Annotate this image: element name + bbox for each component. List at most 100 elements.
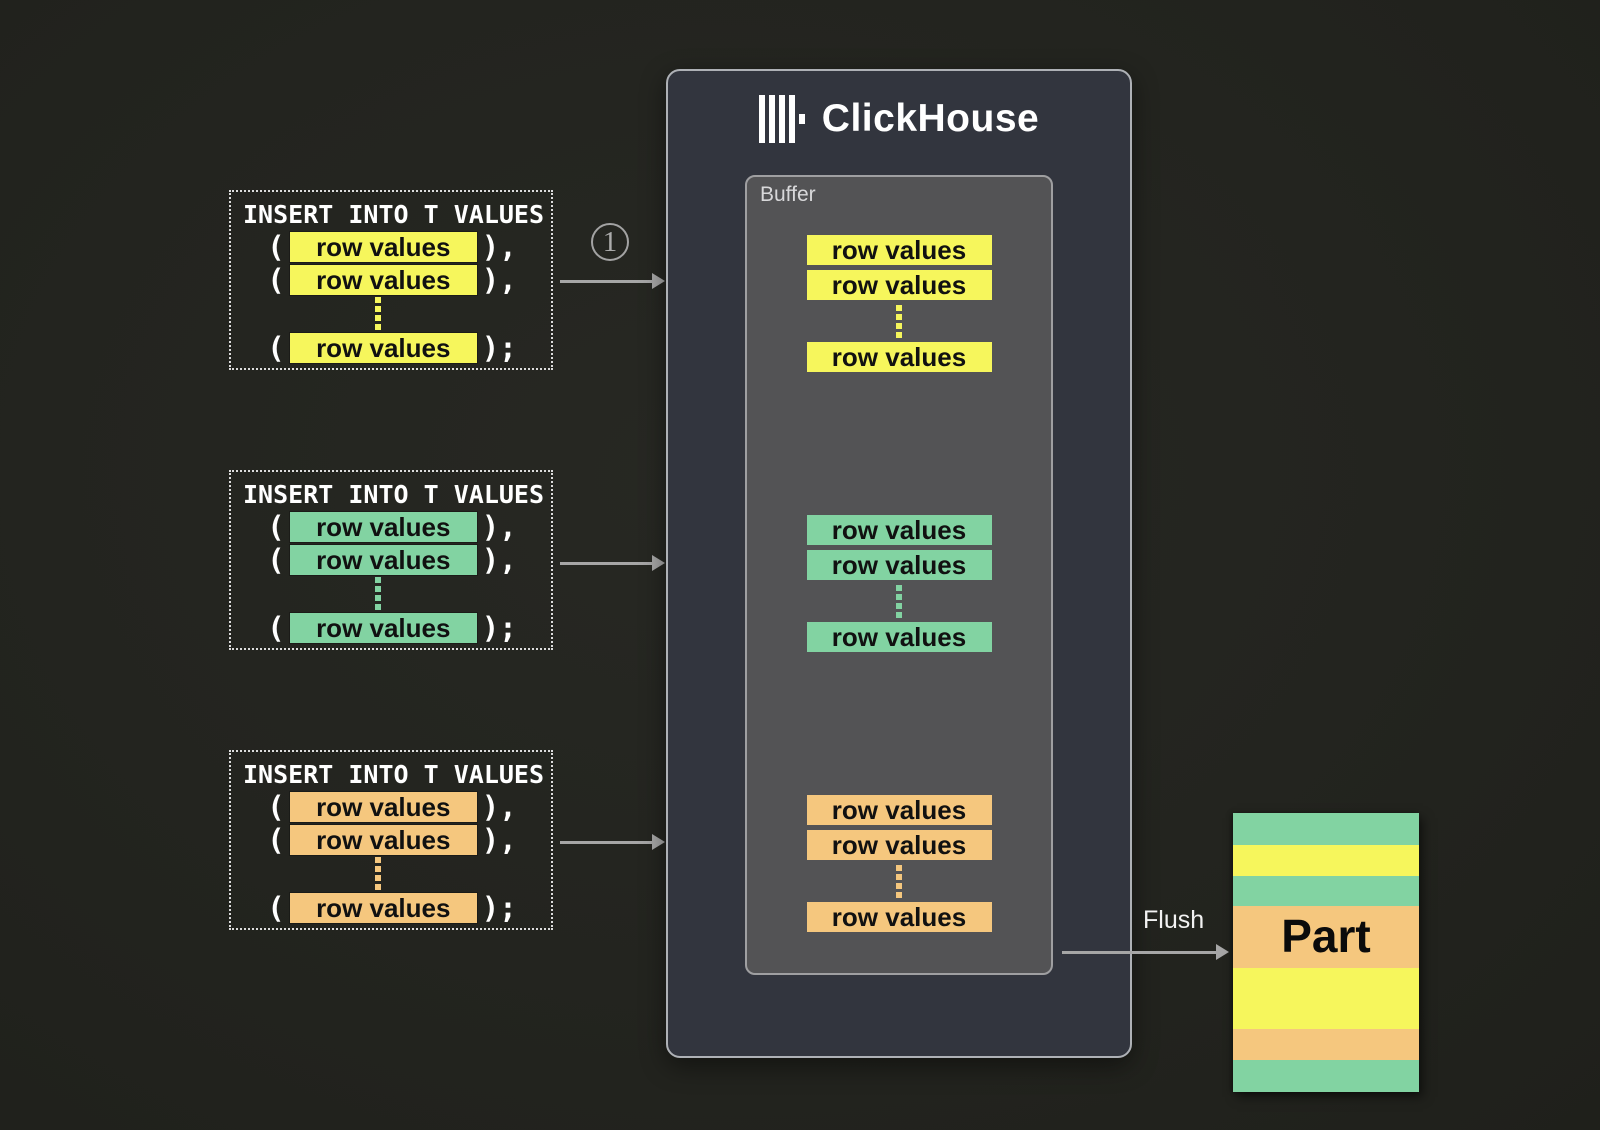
dot (375, 595, 381, 601)
ellipsis-dots-icon (229, 297, 527, 330)
row-values-chip: row values (289, 792, 477, 822)
part-stripe-orange (1233, 906, 1419, 968)
clickhouse-logo-icon (758, 95, 805, 143)
insert-row: ( row values ), (243, 825, 541, 855)
row-values-chip: row values (806, 795, 992, 825)
part-stripe-orange (1233, 1029, 1419, 1060)
insert-statement-box-1: INSERT INTO T VALUES ( row values ), ( r… (229, 190, 553, 370)
insert-arrow-2 (560, 555, 665, 571)
close-paren-comma: ), (481, 790, 517, 824)
open-paren: ( (267, 230, 285, 264)
row-values-chip: row values (806, 550, 992, 580)
open-paren: ( (267, 891, 285, 925)
close-paren-comma: ), (481, 510, 517, 544)
row-values-chip: row values (806, 830, 992, 860)
row-values-chip: row values (806, 342, 992, 372)
dot (896, 585, 902, 591)
clickhouse-header: ClickHouse (668, 95, 1130, 143)
insert-row: ( row values ); (243, 333, 541, 363)
buffer-group-orange: row values row values row values (747, 795, 1051, 937)
part-stripe-yellow (1233, 845, 1419, 876)
close-paren-comma: ), (481, 263, 517, 297)
open-paren: ( (267, 543, 285, 577)
dot (375, 866, 381, 872)
insert-title: INSERT INTO T VALUES (243, 200, 545, 229)
dot (375, 577, 381, 583)
close-paren-semicolon: ); (481, 331, 517, 365)
open-paren: ( (267, 790, 285, 824)
dot (896, 892, 902, 898)
row-values-chip: row values (806, 270, 992, 300)
dot (896, 874, 902, 880)
row-values-chip: row values (806, 902, 992, 932)
step-1-number: 1 (602, 225, 618, 258)
buffer-group-yellow: row values row values row values (747, 235, 1051, 377)
dot (896, 603, 902, 609)
insert-row: ( row values ), (243, 792, 541, 822)
dot (375, 875, 381, 881)
dot (896, 594, 902, 600)
buffer-panel: Buffer row values row values row values … (745, 175, 1053, 975)
dot (375, 306, 381, 312)
part-stripe-green (1233, 813, 1419, 845)
part-stripe-green (1233, 1060, 1419, 1092)
insert-row: ( row values ), (243, 545, 541, 575)
dot (896, 305, 902, 311)
buffer-group-green: row values row values row values (747, 515, 1051, 657)
row-values-chip: row values (289, 613, 477, 643)
ellipsis-dots-icon (747, 305, 1051, 338)
dot (375, 315, 381, 321)
dot (375, 884, 381, 890)
step-1-badge: 1 (591, 223, 629, 261)
row-values-chip: row values (289, 232, 477, 262)
close-paren-semicolon: ); (481, 891, 517, 925)
part-box: Part (1233, 813, 1419, 1092)
open-paren: ( (267, 823, 285, 857)
dot (896, 612, 902, 618)
dot (375, 857, 381, 863)
row-values-chip: row values (289, 825, 477, 855)
insert-arrow-1 (560, 273, 665, 289)
open-paren: ( (267, 611, 285, 645)
ellipsis-dots-icon (229, 577, 527, 610)
open-paren: ( (267, 263, 285, 297)
insert-statement-box-2: INSERT INTO T VALUES ( row values ), ( r… (229, 470, 553, 650)
ellipsis-dots-icon (747, 865, 1051, 898)
close-paren-comma: ), (481, 230, 517, 264)
row-values-chip: row values (289, 265, 477, 295)
dot (375, 586, 381, 592)
insert-row: ( row values ), (243, 512, 541, 542)
flush-label: Flush (1143, 906, 1205, 934)
flush-arrow (1062, 944, 1229, 960)
insert-row: ( row values ), (243, 232, 541, 262)
insert-row: ( row values ); (243, 893, 541, 923)
open-paren: ( (267, 331, 285, 365)
row-values-chip: row values (806, 515, 992, 545)
part-stripe-green (1233, 876, 1419, 906)
row-values-chip: row values (806, 622, 992, 652)
close-paren-comma: ), (481, 823, 517, 857)
insert-title: INSERT INTO T VALUES (243, 480, 545, 509)
part-label: Part (1281, 910, 1371, 962)
close-paren-semicolon: ); (481, 611, 517, 645)
insert-row: ( row values ); (243, 613, 541, 643)
row-values-chip: row values (289, 893, 477, 923)
dot (896, 332, 902, 338)
dot (896, 865, 902, 871)
close-paren-comma: ), (481, 543, 517, 577)
ellipsis-dots-icon (747, 585, 1051, 618)
part-stripe-yellow (1233, 968, 1419, 1029)
insert-title: INSERT INTO T VALUES (243, 760, 545, 789)
row-values-chip: row values (289, 545, 477, 575)
insert-statement-box-3: INSERT INTO T VALUES ( row values ), ( r… (229, 750, 553, 930)
insert-arrow-3 (560, 834, 665, 850)
dot (896, 323, 902, 329)
part-stripes (1233, 813, 1419, 1092)
clickhouse-title: ClickHouse (821, 97, 1040, 140)
buffer-label: Buffer (760, 183, 816, 206)
clickhouse-server-panel: ClickHouse Buffer row values row values … (666, 69, 1132, 1058)
insert-row: ( row values ), (243, 265, 541, 295)
dot (896, 314, 902, 320)
dot (375, 324, 381, 330)
